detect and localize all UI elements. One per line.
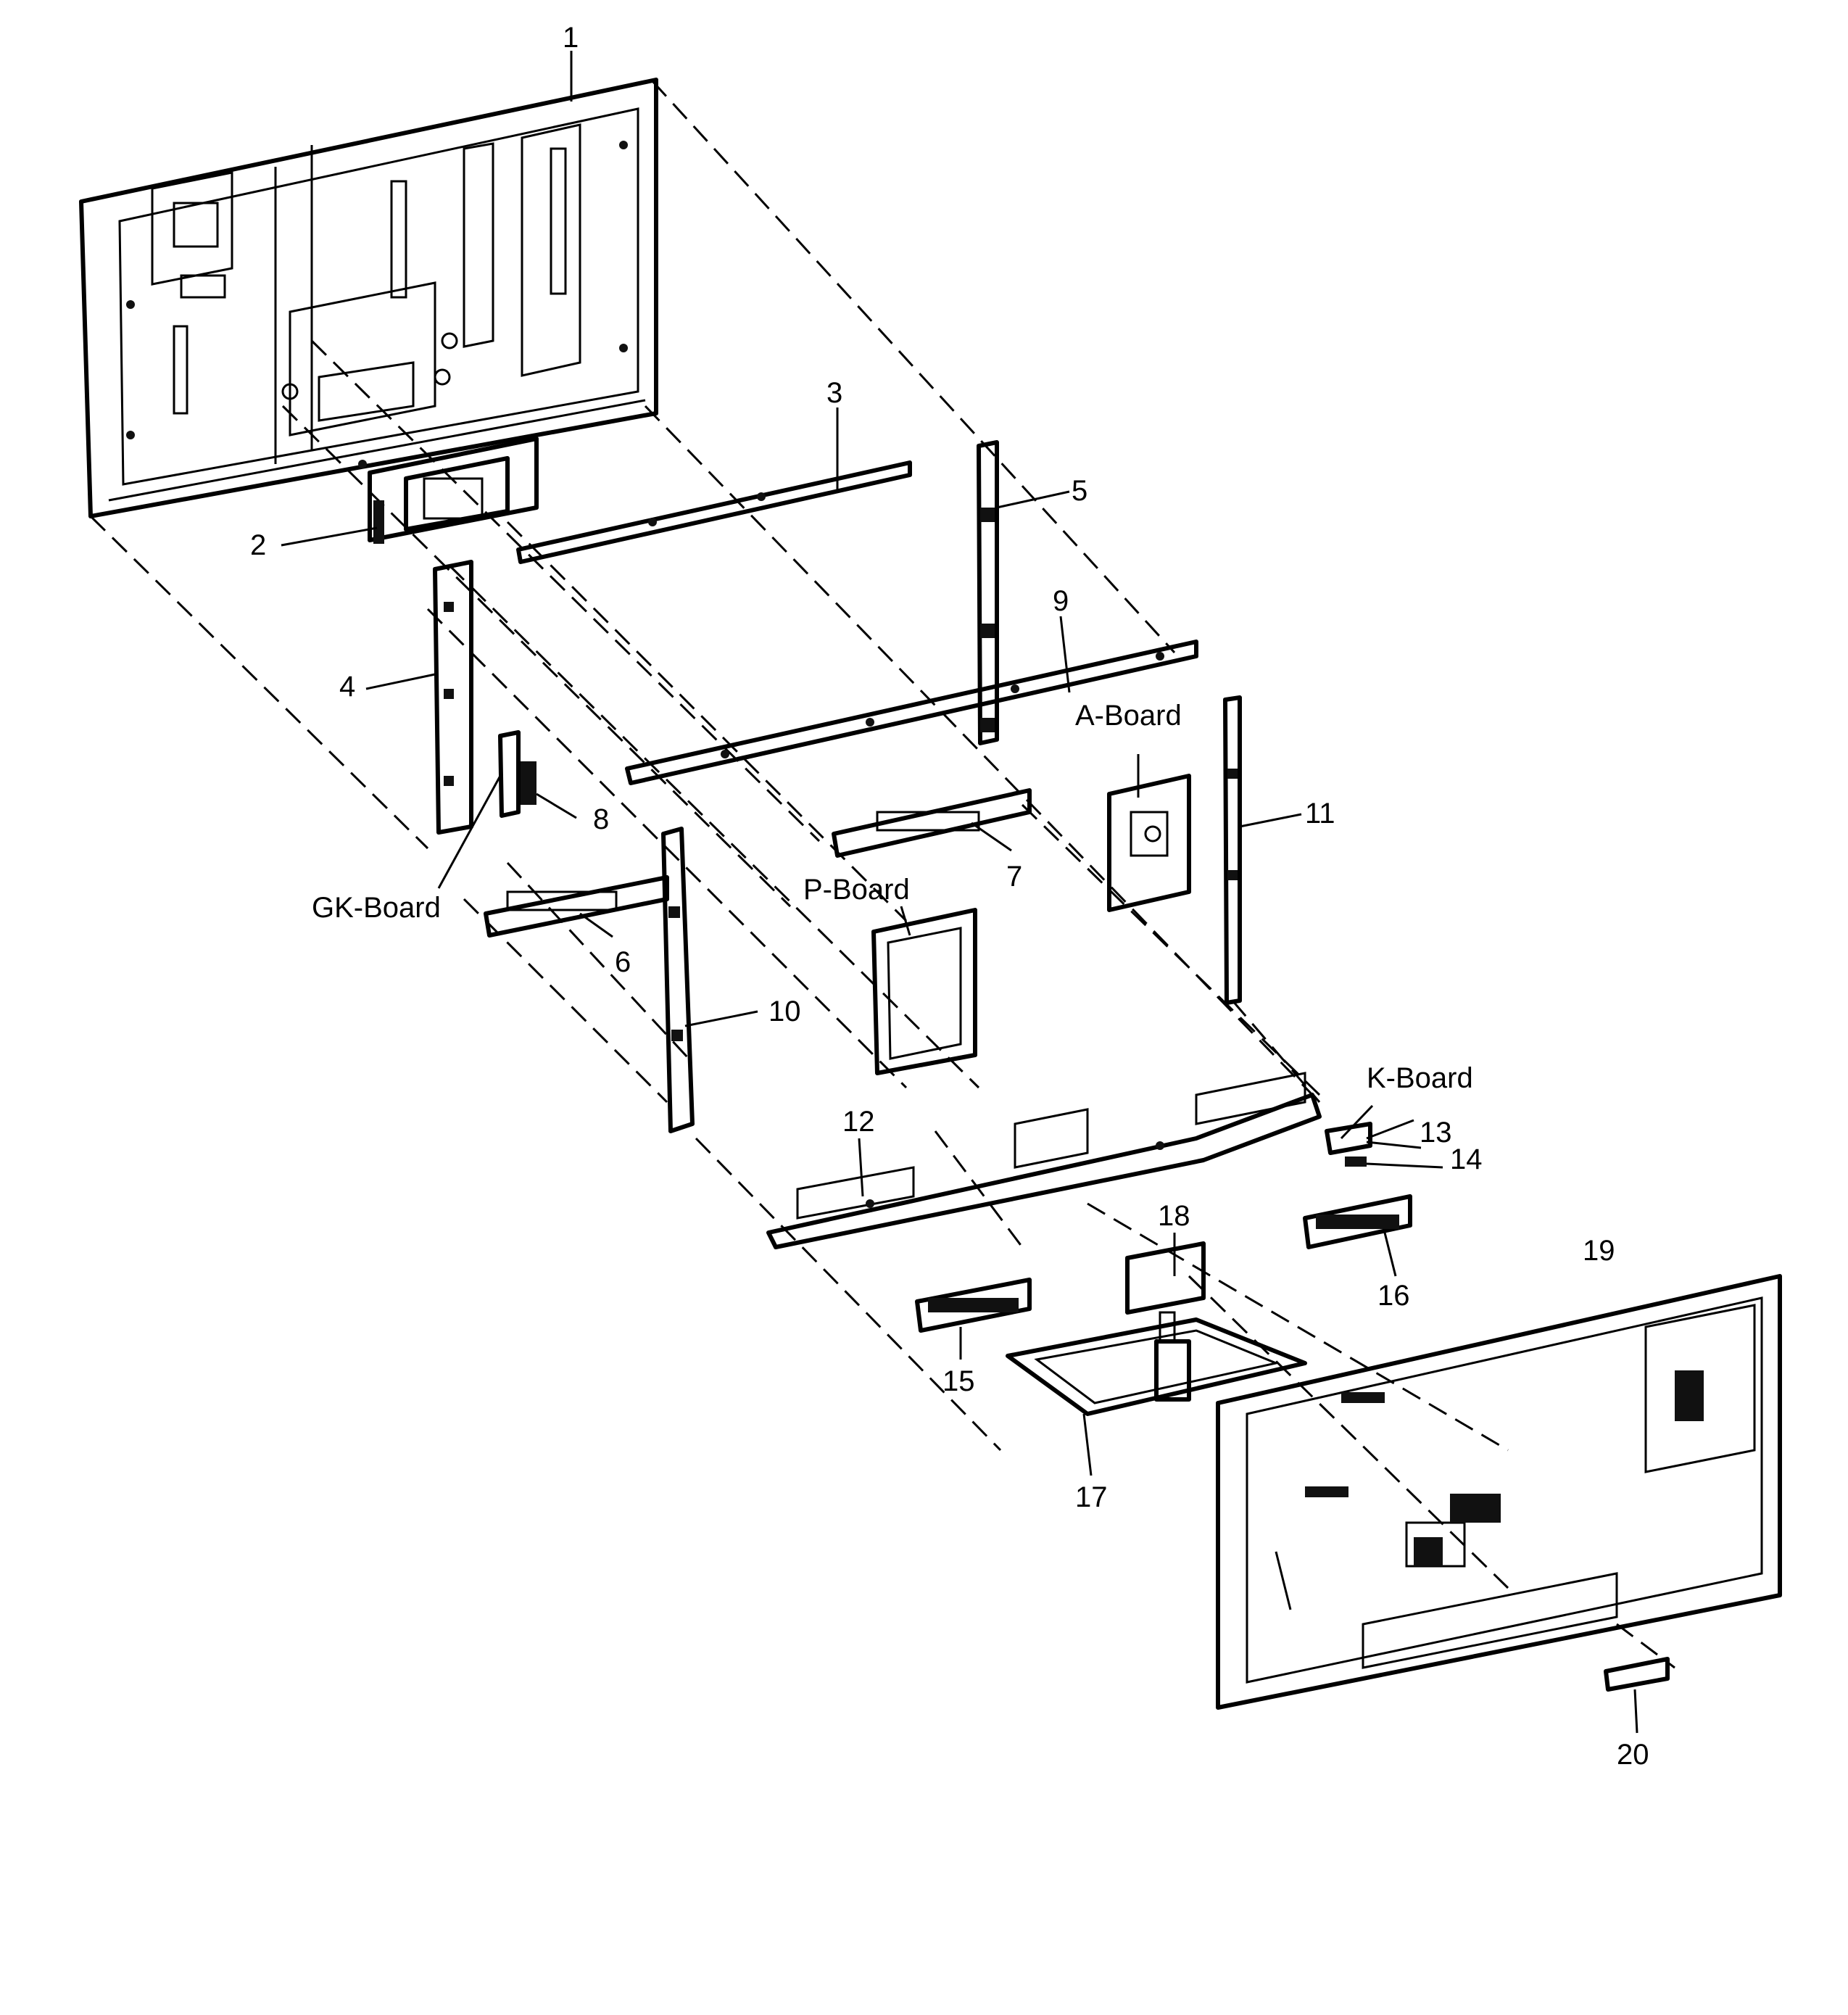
label-k-board: K-Board (1367, 1062, 1473, 1094)
label-11: 11 (1305, 798, 1335, 829)
label-gk-board: GK-Board (312, 892, 441, 924)
part-8-gk-board (498, 730, 536, 818)
label-9: 9 (1053, 585, 1069, 617)
callout-labels: 1 2 3 4 5 6 7 8 9 10 11 12 13 14 15 16 1… (250, 22, 1649, 1771)
label-15: 15 (942, 1365, 975, 1397)
label-12: 12 (842, 1106, 875, 1138)
label-2: 2 (250, 529, 266, 561)
part-17-stand-base (1006, 1317, 1307, 1416)
part-10-bracket (661, 827, 695, 1133)
part-19-rear-cover (1216, 1274, 1782, 1710)
part-3-bar (516, 460, 912, 564)
label-20: 20 (1617, 1739, 1649, 1771)
part-12-frame (766, 1072, 1322, 1249)
part-9-bar (625, 640, 1198, 785)
label-14: 14 (1450, 1143, 1483, 1175)
label-5: 5 (1072, 475, 1087, 507)
part-15-speaker (915, 1278, 1032, 1333)
label-7: 7 (1006, 861, 1022, 893)
label-10: 10 (768, 996, 801, 1027)
label-16: 16 (1377, 1280, 1410, 1312)
label-4: 4 (339, 671, 355, 703)
label-1: 1 (563, 22, 579, 54)
label-19: 19 (1583, 1235, 1615, 1267)
part-7-bracket (832, 788, 1032, 858)
label-8: 8 (593, 803, 609, 835)
k-board (1325, 1122, 1372, 1167)
part-20-button (1604, 1657, 1670, 1692)
part-16-speaker (1303, 1194, 1412, 1249)
label-6: 6 (615, 946, 631, 978)
part-1-rear-chassis (79, 78, 658, 518)
a-board (1107, 774, 1191, 912)
label-3: 3 (826, 377, 842, 409)
label-a-board: A-Board (1075, 700, 1182, 732)
label-p-board: P-Board (803, 874, 910, 906)
p-board (871, 908, 977, 1075)
label-17: 17 (1075, 1481, 1108, 1513)
label-13: 13 (1420, 1117, 1452, 1149)
leader-lines (281, 51, 1638, 1734)
part-4-bracket (433, 560, 473, 835)
part-5-bracket (977, 440, 999, 745)
label-18: 18 (1158, 1200, 1190, 1232)
part-6-bracket (484, 875, 669, 938)
part-11-bracket (1223, 695, 1242, 1005)
part-2-bracket (368, 436, 539, 544)
